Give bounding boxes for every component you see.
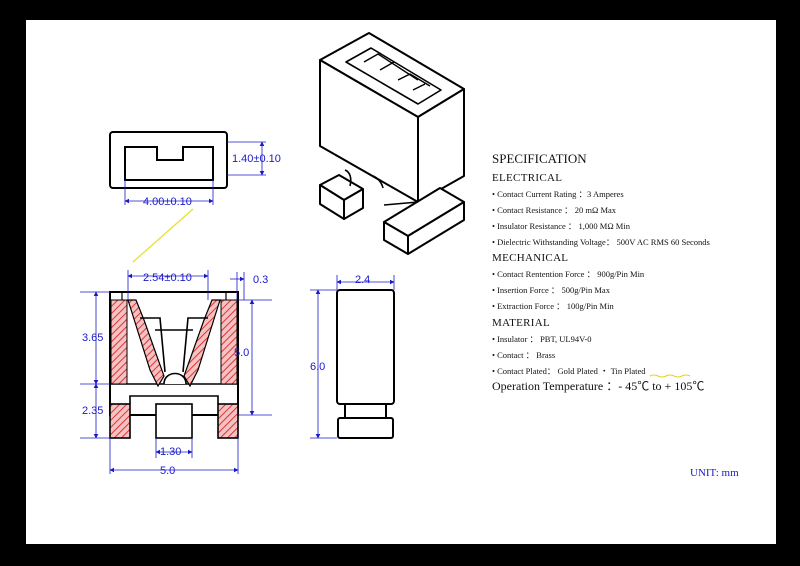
contact-left bbox=[127, 299, 165, 388]
spec-row: • Contact ： Brass bbox=[492, 350, 555, 360]
dim-wall: 0.3 bbox=[253, 274, 268, 286]
section-view: 2.54±0.10 0.3 3.65 2.35 5.0 1.30 5.0 bbox=[80, 270, 272, 477]
dim-pitch: 2.54±0.10 bbox=[143, 272, 192, 284]
dim-top-width: 4.00±0.10 bbox=[143, 196, 192, 208]
section-right-wall bbox=[220, 299, 238, 385]
contact-right bbox=[183, 299, 221, 388]
spec-row: • Contact Resistance ： 20 mΩ Max bbox=[492, 205, 617, 215]
tin-plated-underline bbox=[649, 374, 691, 378]
section-foot-right bbox=[217, 403, 239, 439]
side-foot bbox=[337, 417, 394, 439]
isometric-view bbox=[319, 32, 465, 255]
spec-row: • Extraction Force ： 100g/Pin Min bbox=[492, 301, 614, 311]
dim-top-height: 1.40±0.10 bbox=[232, 153, 281, 165]
spec-heading-mechanical: MECHANICAL bbox=[492, 252, 568, 264]
dim-slot-width: 1.30 bbox=[160, 446, 181, 458]
dim-side-height: 6.0 bbox=[310, 361, 325, 373]
dim-side-width: 2.4 bbox=[355, 274, 370, 286]
spec-operation-temperature: Operation Temperature ：- 45℃ to + 105℃ bbox=[492, 379, 704, 393]
spec-row: • Insertion Force ： 500g/Pin Max bbox=[492, 285, 611, 295]
spec-row: • Contact Rentention Force ： 900g/Pin Mi… bbox=[492, 269, 645, 279]
side-neck bbox=[344, 403, 387, 419]
spec-heading-electrical: ELECTRICAL bbox=[492, 172, 562, 184]
section-foot-left bbox=[109, 403, 131, 439]
spec-row: • Contact Current Rating ：3 Amperes bbox=[492, 189, 624, 199]
spec-row: • Contact Plated： Gold Plated ・ Tin Plat… bbox=[492, 366, 646, 376]
specification-block: SPECIFICATION ELECTRICAL • Contact Curre… bbox=[492, 151, 710, 393]
spec-row: • Insulator Resistance ： 1,000 MΩ Min bbox=[492, 221, 631, 231]
spec-title: SPECIFICATION bbox=[492, 151, 587, 166]
top-view: 1.40±0.10 4.00±0.10 bbox=[109, 131, 281, 263]
leader-line bbox=[132, 208, 194, 263]
spec-heading-material: MATERIAL bbox=[492, 317, 550, 329]
spec-row: • Insulator ： PBT, UL94V-0 bbox=[492, 334, 592, 344]
side-body bbox=[336, 289, 395, 405]
dim-upper-height: 3.65 bbox=[82, 332, 103, 344]
spec-row: • Dielectric Withstanding Voltage： 500V … bbox=[492, 237, 710, 247]
side-view: 2.4 6.0 bbox=[310, 274, 395, 439]
top-view-slot bbox=[124, 146, 214, 181]
iso-top-opening bbox=[345, 47, 442, 105]
dim-overall-width: 5.0 bbox=[160, 465, 175, 477]
section-left-wall bbox=[110, 299, 128, 385]
unit-label: UNIT: mm bbox=[690, 467, 739, 479]
iso-notch bbox=[344, 169, 352, 187]
dim-lower-height: 2.35 bbox=[82, 405, 103, 417]
iso-right-face bbox=[417, 88, 465, 203]
dim-cavity-height: 5.0 bbox=[234, 347, 249, 359]
